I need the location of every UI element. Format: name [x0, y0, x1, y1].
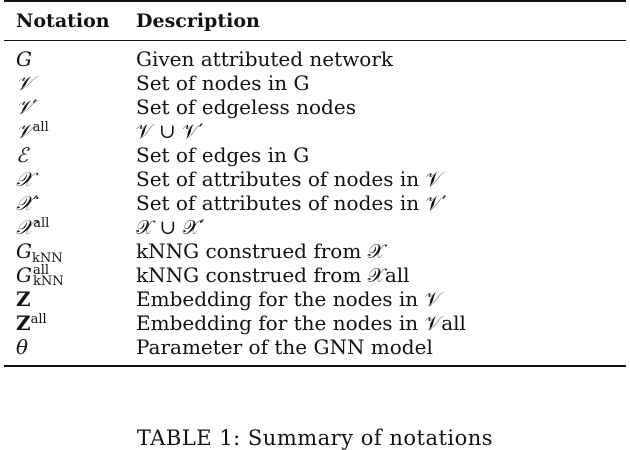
- description-cell: Embedding for the nodes in 𝒱: [136, 287, 442, 311]
- header-description: Description: [136, 10, 260, 32]
- symbol: 𝒱: [16, 71, 33, 95]
- header-rule: [4, 40, 626, 41]
- description-cell: Set of edges in G: [136, 143, 310, 167]
- notation-cell: G: [4, 47, 126, 71]
- description-cell: Set of edgeless nodes: [136, 95, 356, 119]
- symbol: Z: [16, 311, 31, 335]
- symbol-superscript: all: [32, 263, 50, 279]
- notation-cell: 𝒳′: [4, 191, 126, 215]
- description-cell: 𝒱 ∪ 𝒱′: [136, 119, 204, 143]
- table-row: 𝒳 Set of attributes of nodes in 𝒱: [4, 167, 626, 191]
- notation-cell: 𝒱′: [4, 95, 126, 119]
- notation-cell: Z: [4, 287, 126, 311]
- table-row: 𝒳′ Set of attributes of nodes in 𝒱′: [4, 191, 626, 215]
- symbol-superscript: all: [33, 216, 50, 231]
- symbol: G: [16, 47, 32, 71]
- notation-cell: θ: [4, 335, 126, 359]
- symbol: Z: [16, 287, 31, 311]
- symbol: 𝒳: [16, 167, 34, 191]
- symbol: θ: [16, 335, 29, 359]
- symbol-superscript: all: [30, 312, 47, 327]
- description-cell: Set of attributes of nodes in 𝒱: [136, 167, 443, 191]
- notation-cell: 𝒱all: [4, 119, 126, 143]
- symbol-subscript: kNN: [31, 251, 63, 266]
- table-row: ℰ Set of edges in G: [4, 143, 626, 167]
- table-header-row: Notation Description: [4, 2, 626, 40]
- description-cell: kNNG construed from 𝒳all: [136, 263, 410, 287]
- symbol-subscript: kNN: [32, 274, 64, 290]
- notation-cell: Zall: [4, 311, 126, 335]
- symbol: 𝒳: [16, 215, 34, 239]
- notation-cell: 𝒱: [4, 71, 126, 95]
- description-cell: 𝒳 ∪ 𝒳′: [136, 215, 205, 239]
- table-row: 𝒱′ Set of edgeless nodes: [4, 95, 626, 119]
- notation-table: Notation Description G Given attributed …: [4, 0, 626, 367]
- top-rule: [4, 0, 626, 2]
- notation-cell: GkNN: [4, 239, 126, 266]
- table-row: Z Embedding for the nodes in 𝒱: [4, 287, 626, 311]
- table-row: 𝒳all 𝒳 ∪ 𝒳′: [4, 215, 626, 239]
- symbol: 𝒱′: [16, 95, 38, 119]
- notation-cell: ℰ: [4, 143, 126, 167]
- description-cell: kNNG construed from 𝒳: [136, 239, 385, 263]
- symbol: G: [16, 239, 32, 263]
- table-body: G Given attributed network 𝒱 Set of node…: [4, 41, 626, 365]
- description-cell: Set of nodes in G: [136, 71, 310, 95]
- notation-cell: 𝒳: [4, 167, 126, 191]
- notation-cell: 𝒳all: [4, 215, 126, 239]
- symbol-superscript: all: [32, 120, 49, 135]
- description-cell: Parameter of the GNN model: [136, 335, 433, 359]
- table-row: Zall Embedding for the nodes in 𝒱all: [4, 311, 626, 335]
- table-caption: TABLE 1: Summary of notations: [136, 426, 494, 450]
- table-row: θ Parameter of the GNN model: [4, 335, 626, 359]
- symbol: ℰ: [16, 143, 29, 167]
- symbol: 𝒳′: [16, 191, 38, 215]
- bottom-rule: [4, 365, 626, 367]
- symbol: 𝒱: [16, 119, 33, 143]
- description-cell: Set of attributes of nodes in 𝒱′: [136, 191, 447, 215]
- table-row: GkNN kNNG construed from 𝒳: [4, 239, 626, 266]
- table-row: G Given attributed network: [4, 47, 626, 71]
- description-cell: Given attributed network: [136, 47, 394, 71]
- table-row: 𝒱 Set of nodes in G: [4, 71, 626, 95]
- description-cell: Embedding for the nodes in 𝒱all: [136, 311, 466, 335]
- table-row: 𝒱all 𝒱 ∪ 𝒱′: [4, 119, 626, 143]
- header-notation: Notation: [16, 10, 110, 32]
- symbol: G: [16, 262, 32, 287]
